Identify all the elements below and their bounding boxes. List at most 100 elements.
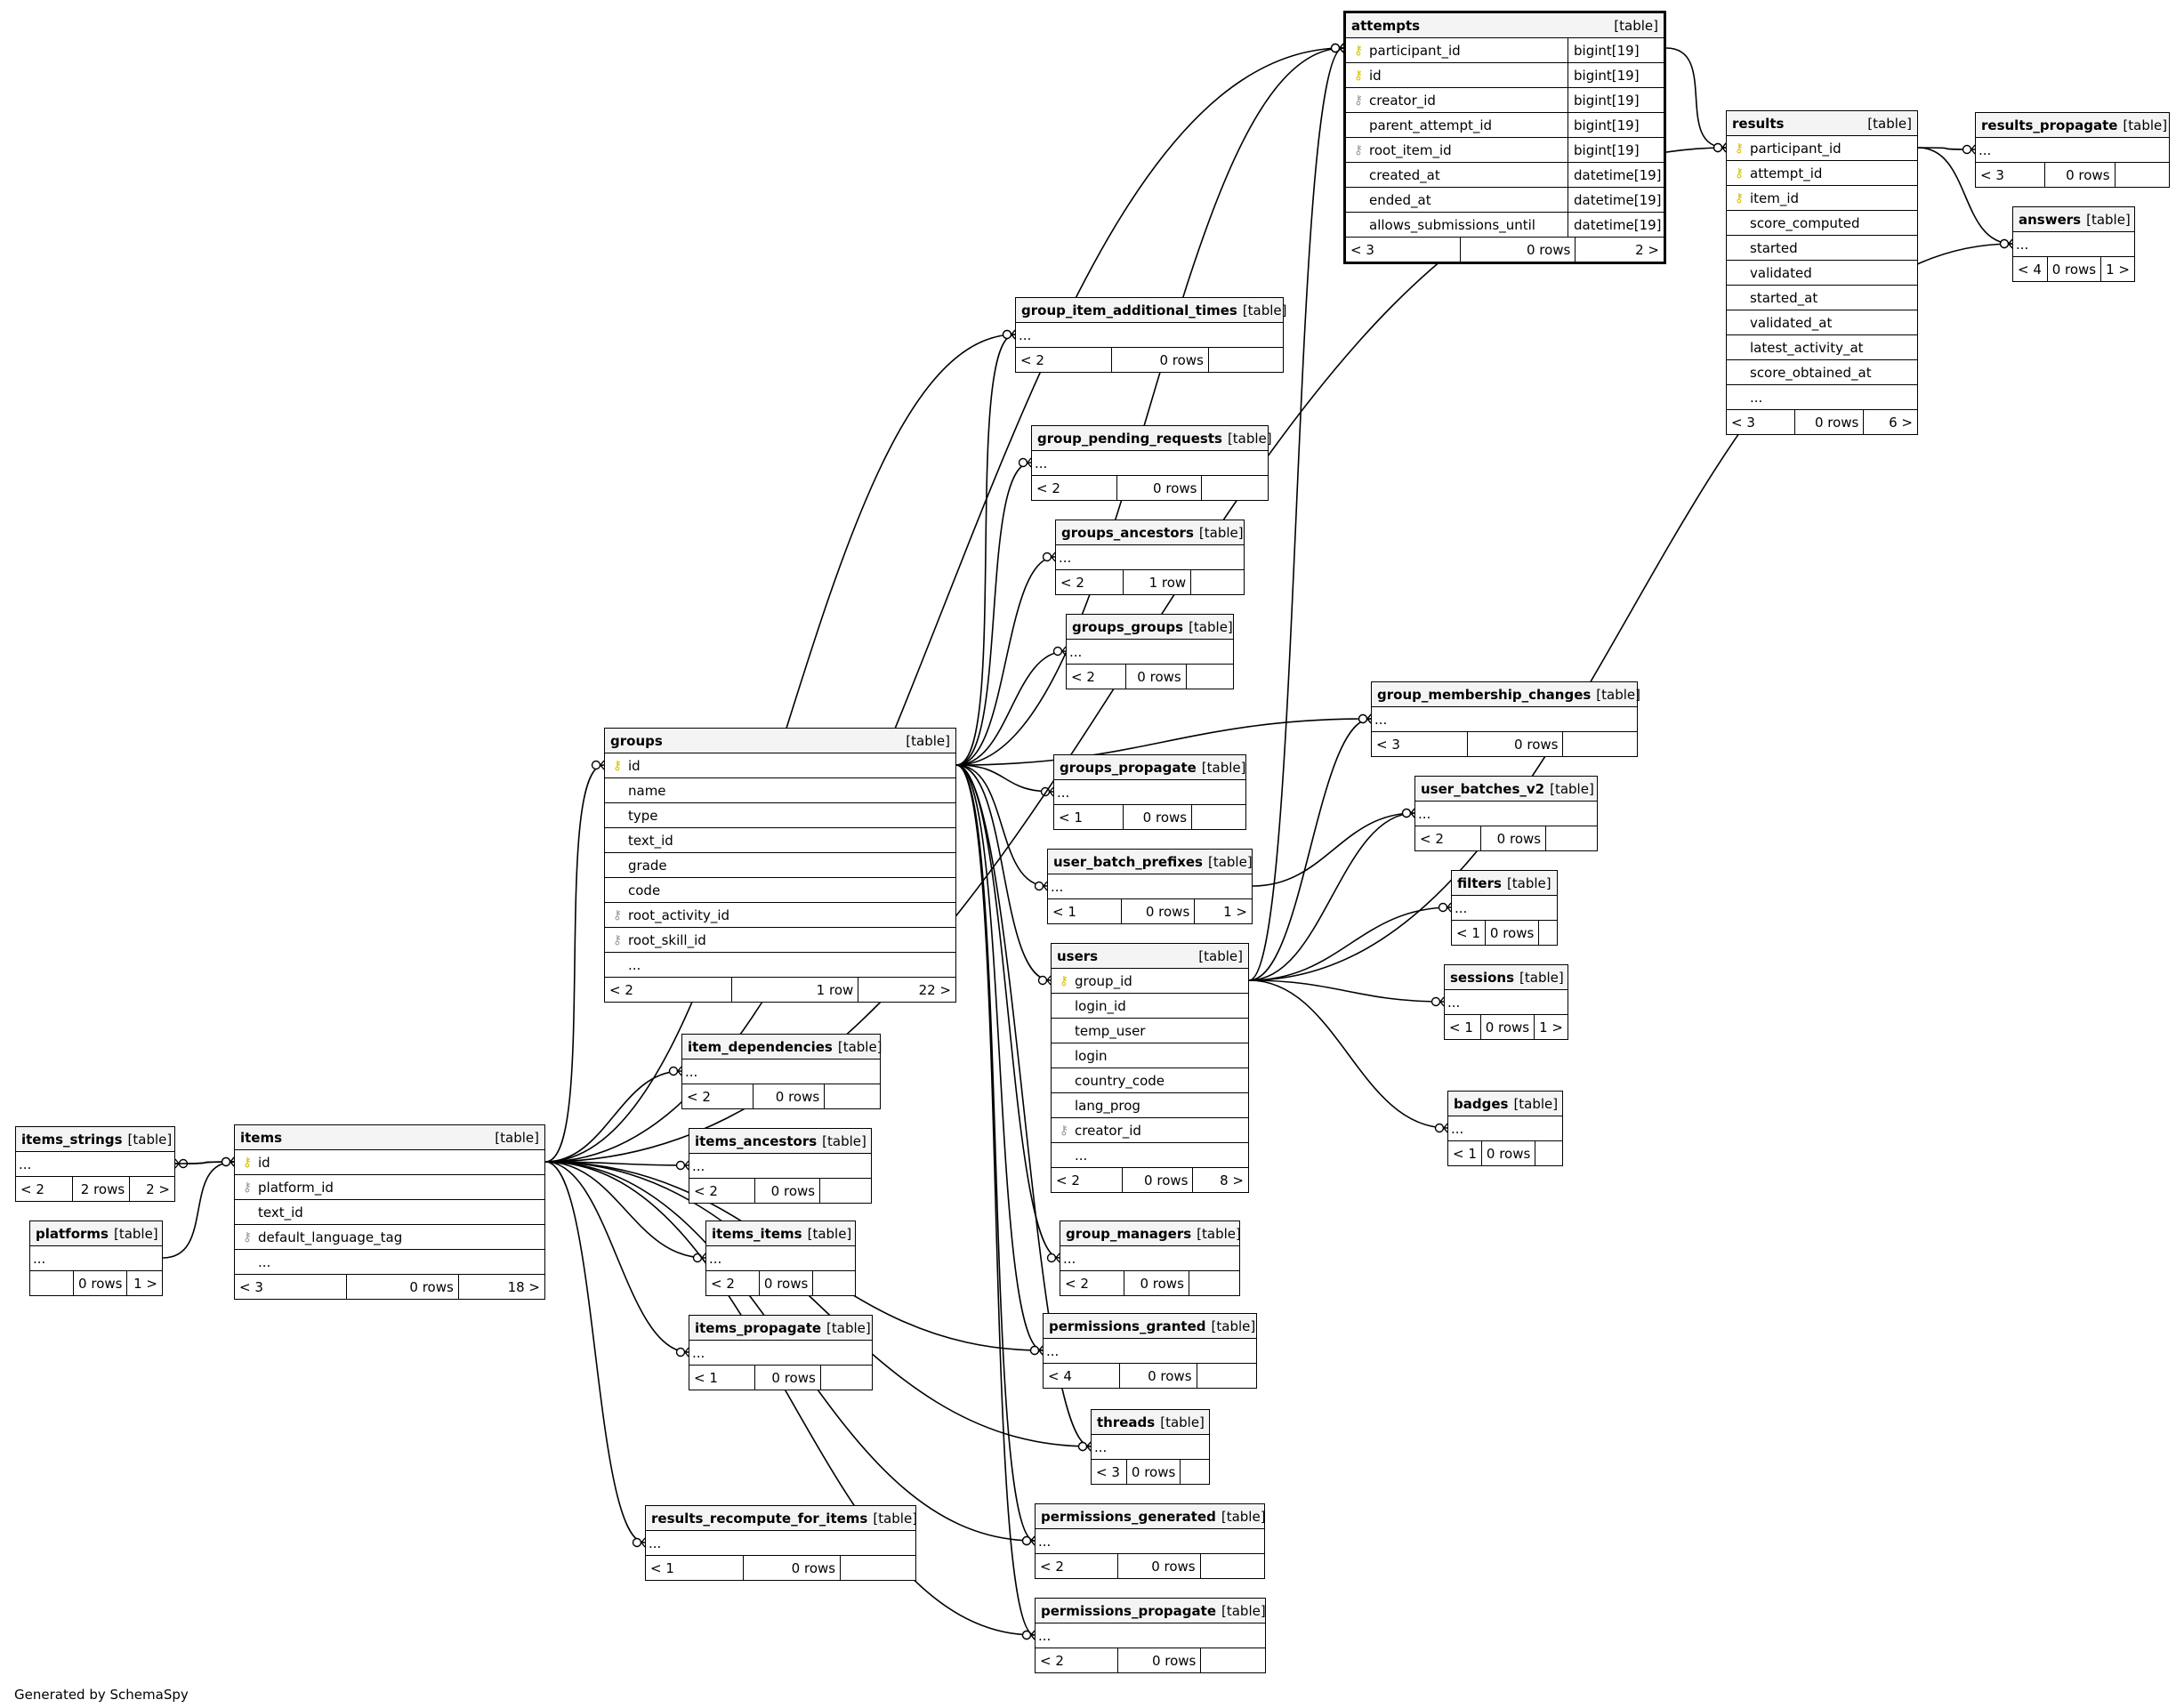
column-row[interactable]: ⚷default_language_tag	[235, 1225, 544, 1250]
column-row[interactable]: ⚷creator_id	[1052, 1118, 1248, 1143]
column-row[interactable]: lang_prog	[1052, 1093, 1248, 1118]
children-count[interactable]	[1196, 1364, 1256, 1388]
column-row[interactable]: ...	[1054, 780, 1245, 805]
column-row[interactable]: ...	[605, 953, 955, 978]
children-count[interactable]	[1199, 1554, 1264, 1578]
row-count[interactable]: 1 row	[730, 978, 858, 1002]
column-row[interactable]: ...	[1092, 1435, 1209, 1460]
column-row[interactable]: latest_activity_at	[1727, 335, 1917, 360]
children-count[interactable]	[840, 1556, 915, 1580]
column-row[interactable]: temp_user	[1052, 1019, 1248, 1043]
row-count[interactable]: 0 rows	[1479, 826, 1546, 850]
children-count[interactable]: 8 >	[1192, 1168, 1248, 1192]
parents-count[interactable]: < 4	[2018, 261, 2042, 278]
children-count[interactable]: 1 >	[1534, 1015, 1568, 1039]
parents-count[interactable]: < 2	[687, 1088, 711, 1105]
row-count[interactable]: 0 rows	[1125, 1460, 1180, 1484]
parents-count[interactable]: < 2	[1020, 351, 1044, 368]
column-row[interactable]: name	[605, 778, 955, 803]
children-count[interactable]: 2 >	[129, 1177, 174, 1201]
column-row[interactable]: text_id	[235, 1200, 544, 1225]
parents-count[interactable]: < 2	[1065, 1275, 1089, 1292]
column-row[interactable]: type	[605, 803, 955, 828]
parents-count[interactable]: < 3	[1376, 736, 1400, 753]
column-row[interactable]: validated_at	[1727, 310, 1917, 335]
children-count[interactable]	[819, 1366, 872, 1390]
row-count[interactable]: 0 rows	[345, 1275, 458, 1299]
children-count[interactable]	[1201, 476, 1268, 500]
parents-count[interactable]: < 3	[1980, 166, 2004, 183]
column-row[interactable]: ...	[235, 1250, 544, 1275]
row-count[interactable]: 0 rows	[1119, 1364, 1196, 1388]
children-count[interactable]	[1180, 1460, 1209, 1484]
column-row[interactable]: ...	[1976, 138, 2169, 163]
column-row[interactable]: ⚷participant_id	[1727, 136, 1917, 161]
column-row[interactable]: ⚷id	[235, 1150, 544, 1175]
parents-count[interactable]: < 1	[1059, 809, 1083, 826]
row-count[interactable]: 0 rows	[2046, 257, 2100, 281]
column-row[interactable]: login	[1052, 1043, 1248, 1068]
row-count[interactable]: 0 rows	[73, 1271, 126, 1295]
children-count[interactable]: 2 >	[1575, 238, 1664, 262]
table-results[interactable]: results[table]⚷participant_id⚷attempt_id…	[1726, 110, 1918, 435]
row-count[interactable]: 0 rows	[1116, 476, 1202, 500]
row-count[interactable]: 0 rows	[1466, 732, 1563, 756]
column-row[interactable]: score_obtained_at	[1727, 360, 1917, 385]
column-row[interactable]: validated	[1727, 261, 1917, 286]
children-count[interactable]	[1188, 1271, 1239, 1295]
column-row[interactable]: ⚷root_skill_id	[605, 928, 955, 953]
column-row[interactable]: ...	[1452, 896, 1557, 921]
row-count[interactable]: 0 rows	[1120, 899, 1195, 923]
column-row[interactable]: ...	[1448, 1116, 1562, 1141]
column-row[interactable]: ⚷attempt_id	[1727, 161, 1917, 186]
children-count[interactable]	[819, 1179, 871, 1203]
row-count[interactable]: 0 rows	[1460, 238, 1575, 262]
children-count[interactable]	[824, 1084, 880, 1108]
column-row[interactable]: ...	[706, 1246, 855, 1271]
table-results_recompute_for_items[interactable]: results_recompute_for_items[table]...< 1…	[645, 1505, 917, 1581]
children-count[interactable]	[812, 1271, 855, 1295]
column-row[interactable]: grade	[605, 853, 955, 878]
parents-count[interactable]: < 1	[1456, 924, 1480, 941]
parents-count[interactable]: < 2	[1040, 1558, 1064, 1575]
column-row[interactable]: ...	[1048, 874, 1252, 899]
column-row[interactable]: ...	[1036, 1529, 1264, 1554]
column-row[interactable]: started	[1727, 236, 1917, 261]
column-row[interactable]: text_id	[605, 828, 955, 853]
children-count[interactable]: 22 >	[858, 978, 955, 1002]
row-count[interactable]: 0 rows	[2044, 163, 2114, 187]
column-row[interactable]: ...	[689, 1154, 871, 1179]
column-row[interactable]: started_at	[1727, 286, 1917, 310]
row-count[interactable]: 0 rows	[758, 1271, 812, 1295]
children-count[interactable]	[1191, 805, 1245, 829]
column-row[interactable]: ...	[1415, 802, 1597, 826]
parents-count[interactable]: < 1	[1453, 1145, 1477, 1162]
column-row[interactable]: ...	[16, 1152, 174, 1177]
children-count[interactable]: 1 >	[126, 1271, 162, 1295]
column-row[interactable]: ...	[1060, 1246, 1239, 1271]
children-count[interactable]	[2114, 163, 2169, 187]
children-count[interactable]	[1207, 348, 1283, 372]
